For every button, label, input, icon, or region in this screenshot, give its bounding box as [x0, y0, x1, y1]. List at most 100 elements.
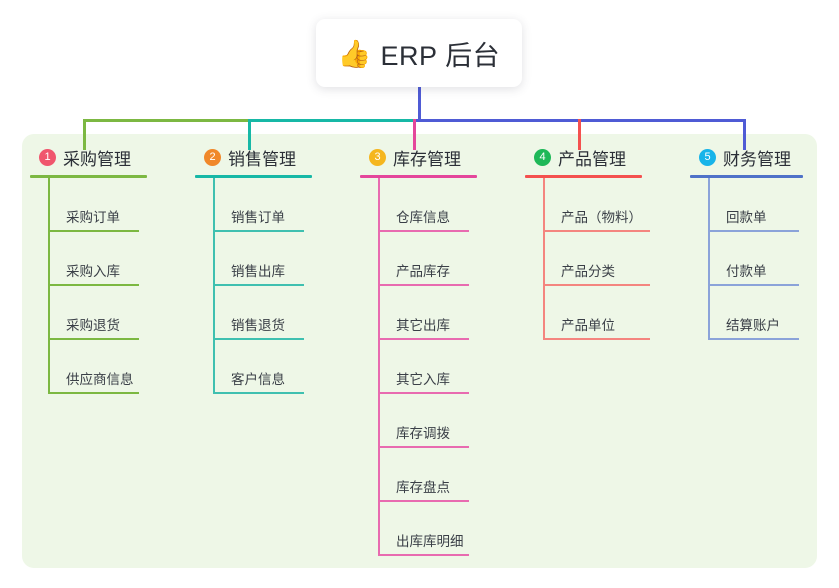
list-item-rule	[543, 338, 650, 340]
list-item-rule	[708, 230, 799, 232]
list-item-label: 回款单	[726, 210, 767, 225]
list-item-rule	[543, 284, 650, 286]
list-item[interactable]: 销售退货	[213, 286, 355, 340]
list-item[interactable]: 客户信息	[213, 340, 355, 394]
column-header-5[interactable]: 5 财务管理	[690, 144, 820, 170]
list-item-label: 销售出库	[231, 264, 285, 279]
list-item-label: 供应商信息	[66, 372, 134, 387]
columns-panel	[22, 134, 817, 568]
column-5: 5 财务管理回款单付款单结算账户	[690, 144, 820, 340]
list-item[interactable]: 库存盘点	[378, 448, 520, 502]
column-rule	[360, 175, 477, 178]
column-items: 销售订单销售出库销售退货客户信息	[195, 178, 355, 394]
column-items: 采购订单采购入库采购退货供应商信息	[30, 178, 190, 394]
trunk-stem	[417, 87, 421, 122]
column-items: 产品（物料） 产品分类产品单位	[525, 178, 685, 340]
list-item-label: 仓库信息	[396, 210, 450, 225]
column-items: 仓库信息产品库存其它出库其它入库库存调拨库存盘点出库库明细	[360, 178, 520, 556]
column-spine	[708, 178, 710, 340]
list-item[interactable]: 仓库信息	[378, 178, 520, 232]
list-item-rule	[378, 338, 469, 340]
thumbs-up-emoji: 👍	[337, 38, 372, 69]
column-spine	[213, 178, 215, 394]
page-title: ERP 后台	[380, 40, 501, 71]
list-item[interactable]: 销售订单	[213, 178, 355, 232]
list-item-label: 采购订单	[66, 210, 120, 225]
list-item-label: 采购入库	[66, 264, 120, 279]
list-item[interactable]: 采购退货	[48, 286, 190, 340]
list-item-label: 其它入库	[396, 372, 450, 387]
list-item[interactable]: 其它入库	[378, 340, 520, 394]
list-item[interactable]: 销售出库	[213, 232, 355, 286]
list-item[interactable]: 产品单位	[543, 286, 685, 340]
trunk-bar-segment	[82, 119, 251, 122]
column-badge-icon: 1	[39, 148, 56, 166]
list-item[interactable]: 采购订单	[48, 178, 190, 232]
list-item[interactable]: 出库库明细	[378, 502, 520, 556]
column-header-1[interactable]: 1 采购管理	[30, 144, 190, 170]
list-item-label: 付款单	[726, 264, 767, 279]
list-item[interactable]: 产品（物料）	[543, 178, 685, 232]
column-1: 1 采购管理采购订单采购入库采购退货供应商信息	[30, 144, 190, 394]
list-item-label: 客户信息	[231, 372, 285, 387]
root-node[interactable]: 👍 ERP 后台	[316, 19, 522, 87]
list-item-rule	[213, 230, 304, 232]
list-item-label: 产品分类	[561, 264, 615, 279]
list-item-rule	[378, 230, 469, 232]
list-item[interactable]: 产品分类	[543, 232, 685, 286]
list-item-rule	[378, 500, 469, 502]
list-item-label: 库存盘点	[396, 480, 450, 495]
list-item-label: 其它出库	[396, 318, 450, 333]
list-item-rule	[48, 338, 139, 340]
list-item[interactable]: 其它出库	[378, 286, 520, 340]
list-item-rule	[708, 338, 799, 340]
list-item[interactable]: 产品库存	[378, 232, 520, 286]
column-rule	[525, 175, 642, 178]
list-item-rule	[543, 230, 650, 232]
list-item-label: 产品单位	[561, 318, 615, 333]
list-item-label: 出库库明细	[396, 534, 464, 549]
list-item[interactable]: 回款单	[708, 178, 820, 232]
column-spine	[378, 178, 380, 556]
list-item-label: 结算账户	[726, 318, 780, 333]
list-item[interactable]: 采购入库	[48, 232, 190, 286]
trunk-bar-segment	[247, 119, 416, 122]
list-item[interactable]: 付款单	[708, 232, 820, 286]
column-title: 销售管理	[228, 149, 296, 169]
trunk-bar-segment	[577, 119, 746, 122]
list-item[interactable]: 结算账户	[708, 286, 820, 340]
list-item[interactable]: 供应商信息	[48, 340, 190, 394]
list-item-label: 产品（物料）	[561, 210, 642, 225]
list-item-label: 采购退货	[66, 318, 120, 333]
list-item-rule	[213, 392, 304, 394]
list-item-rule	[213, 284, 304, 286]
column-spine	[48, 178, 50, 394]
column-title: 库存管理	[393, 149, 461, 169]
list-item-rule	[378, 392, 469, 394]
list-item-rule	[48, 392, 139, 394]
list-item-rule	[378, 284, 469, 286]
column-header-3[interactable]: 3 库存管理	[360, 144, 520, 170]
list-item-label: 产品库存	[396, 264, 450, 279]
column-title: 采购管理	[63, 149, 131, 169]
column-spine	[543, 178, 545, 340]
column-title: 财务管理	[723, 149, 791, 169]
trunk-bar-segment	[412, 119, 581, 122]
column-badge-icon: 5	[699, 148, 716, 166]
list-item[interactable]: 库存调拨	[378, 394, 520, 448]
column-badge-icon: 2	[204, 148, 221, 166]
column-rule	[195, 175, 312, 178]
list-item-rule	[48, 284, 139, 286]
list-item-rule	[48, 230, 139, 232]
column-header-2[interactable]: 2 销售管理	[195, 144, 355, 170]
list-item-rule	[708, 284, 799, 286]
list-item-rule	[213, 338, 304, 340]
list-item-rule	[378, 446, 469, 448]
column-3: 3 库存管理仓库信息产品库存其它出库其它入库库存调拨库存盘点出库库明细	[360, 144, 520, 556]
column-badge-icon: 3	[369, 148, 386, 166]
list-item-label: 库存调拨	[396, 426, 450, 441]
column-rule	[30, 175, 147, 178]
